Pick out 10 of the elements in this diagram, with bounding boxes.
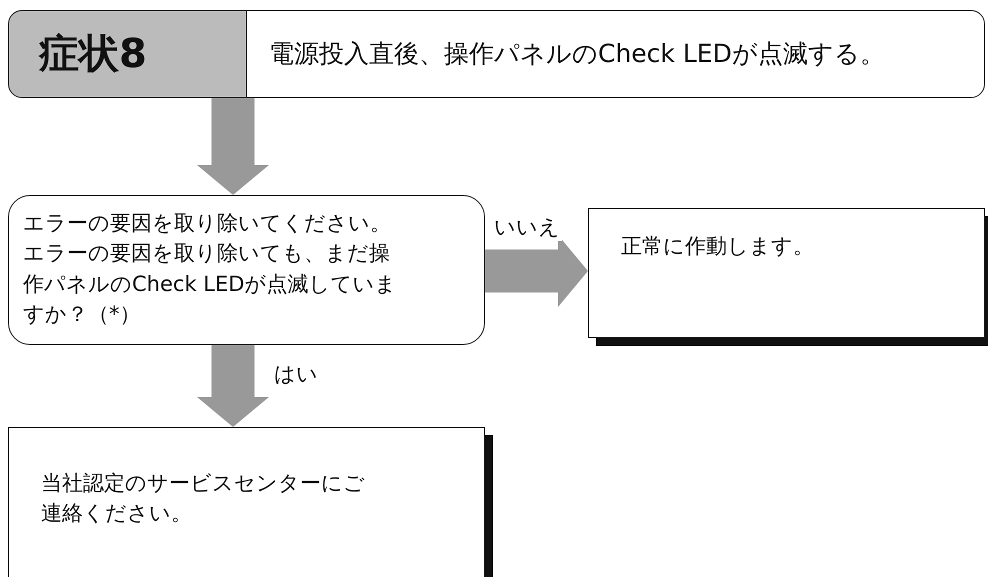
header-box	[246, 10, 985, 98]
node-text: エラーの要因を取り除いてください。エラーの要因を取り除いても、まだ操作パネルのCheck LEDが点滅していますか？（*）	[23, 210, 398, 328]
question-box	[8, 195, 485, 345]
symptom-tab	[8, 10, 248, 98]
block-arrow	[197, 98, 269, 195]
node-text: 正常に作動します。	[621, 233, 815, 260]
block-arrow	[197, 345, 269, 427]
node-text: 当社認定のサービスセンターにご連絡ください。	[41, 470, 366, 528]
symptom-label: 症状8	[39, 30, 148, 79]
node-text: 電源投入直後、操作パネルのCheck LEDが点滅する。	[269, 38, 886, 70]
